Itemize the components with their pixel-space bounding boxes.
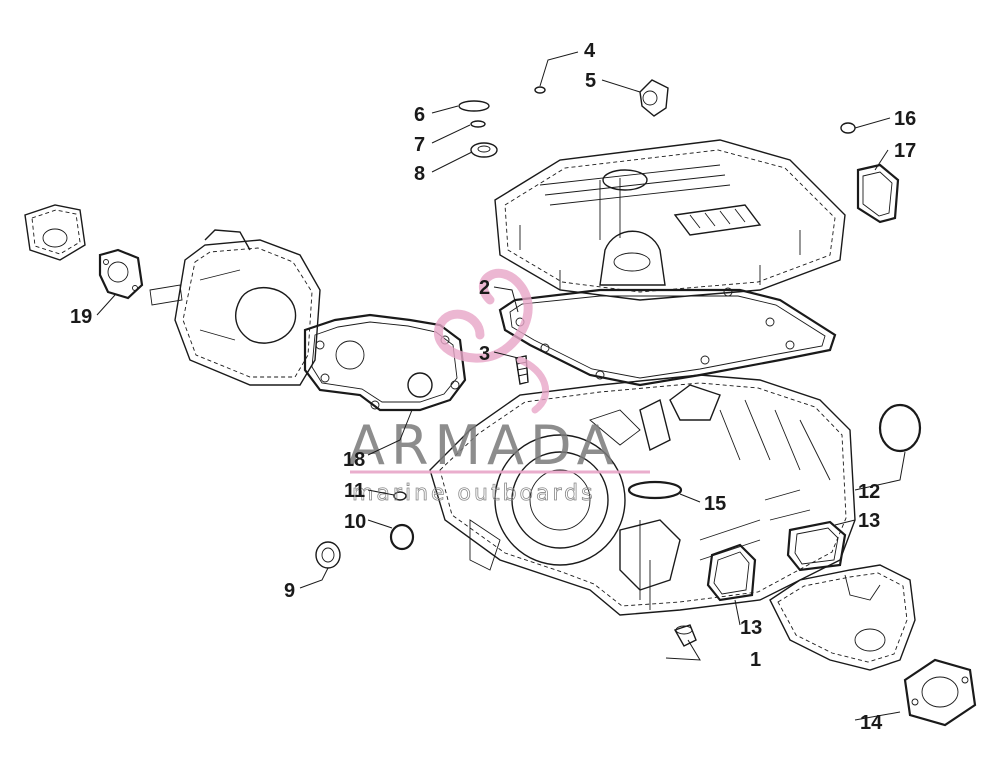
callout-3: 3 xyxy=(479,343,490,365)
o-ring-4 xyxy=(534,86,546,94)
cylinder-head-cover xyxy=(494,139,846,301)
o-ring-15 xyxy=(627,480,683,500)
gasket-14 xyxy=(903,658,977,727)
o-ring-16 xyxy=(840,122,856,134)
callout-10: 10 xyxy=(344,511,366,533)
gasket-18 xyxy=(303,313,467,412)
callout-9: 9 xyxy=(284,580,295,602)
plug-1 xyxy=(673,624,697,647)
bolt-3 xyxy=(515,355,529,385)
watermark: ARMADA marine outboards xyxy=(348,268,650,506)
gasket-13-left xyxy=(706,543,757,602)
callout-numbers: 1 2 3 4 5 6 7 8 9 10 11 12 13 13 14 15 1… xyxy=(70,40,916,734)
callout-15: 15 xyxy=(704,493,726,515)
callout-1: 1 xyxy=(750,649,761,671)
watermark-tagline: marine outboards xyxy=(352,481,596,506)
seal-8 xyxy=(470,142,498,158)
callout-8: 8 xyxy=(414,163,425,185)
cover-gasket xyxy=(498,287,837,387)
cap-5 xyxy=(639,79,669,117)
washer-6 xyxy=(458,100,490,112)
callout-16: 16 xyxy=(894,108,916,130)
callout-19: 19 xyxy=(70,306,92,328)
gasket-17 xyxy=(856,163,900,224)
o-ring-11 xyxy=(393,491,407,501)
o-ring-10 xyxy=(389,523,415,551)
callout-18: 18 xyxy=(343,449,365,471)
callout-17: 17 xyxy=(894,140,916,162)
callout-5: 5 xyxy=(585,70,596,92)
callout-4: 4 xyxy=(584,40,596,62)
callout-6: 6 xyxy=(414,104,425,126)
watermark-brand: ARMADA xyxy=(348,414,620,477)
o-ring-7 xyxy=(470,120,486,128)
thermostat-housing xyxy=(769,564,916,671)
intake-housing xyxy=(24,204,321,386)
cylinder-block xyxy=(429,374,856,616)
callout-11: 11 xyxy=(344,480,365,502)
callout-13-left: 13 xyxy=(740,617,762,639)
gasket-19 xyxy=(98,248,144,300)
callout-12: 12 xyxy=(858,481,880,503)
watermark-logo xyxy=(433,268,550,414)
o-ring-12 xyxy=(878,403,922,453)
gasket-13-right xyxy=(786,520,847,572)
callout-13-right: 13 xyxy=(858,510,880,532)
seal-9 xyxy=(315,541,341,569)
leader-lines xyxy=(96,51,906,721)
callout-2: 2 xyxy=(479,277,490,299)
callout-14: 14 xyxy=(860,712,883,734)
callout-7: 7 xyxy=(414,134,425,156)
